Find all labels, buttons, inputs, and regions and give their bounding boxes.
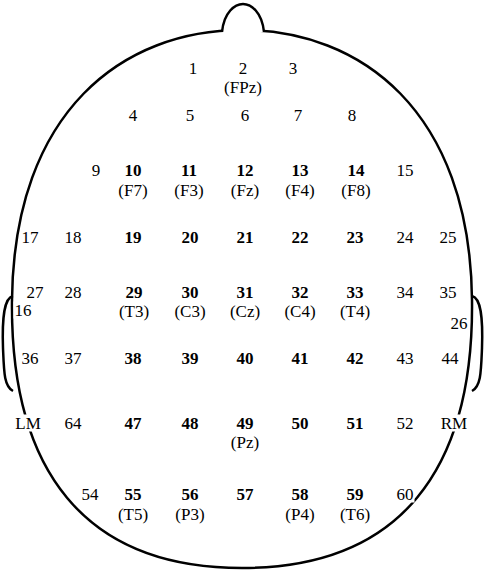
- electrode-label: 25: [439, 229, 458, 246]
- electrode-label: 7: [293, 107, 304, 124]
- electrode-label: 18: [64, 229, 83, 246]
- electrode-label: 1: [188, 60, 199, 77]
- electrode-label: 29: [125, 284, 144, 301]
- electrode-label: (F7): [117, 182, 148, 199]
- right-ear: [472, 296, 482, 391]
- electrode-label: 51: [346, 415, 365, 432]
- electrode-label: (Fz): [230, 182, 260, 199]
- electrode-label: (T6): [339, 506, 371, 523]
- electrode-label: 42: [346, 350, 365, 367]
- electrode-label: (Cz): [229, 303, 261, 320]
- electrode-label: 6: [240, 107, 251, 124]
- electrode-label: (T3): [118, 303, 150, 320]
- electrode-label: 17: [21, 229, 40, 246]
- electrode-label: 34: [396, 284, 415, 301]
- electrode-label: 64: [64, 415, 83, 432]
- electrode-label: 19: [124, 229, 143, 246]
- electrode-label: 56: [181, 486, 200, 503]
- left-ear: [3, 296, 13, 391]
- electrode-label: 35: [439, 284, 458, 301]
- electrode-label: 12: [236, 162, 255, 179]
- electrode-label: (F3): [173, 182, 204, 199]
- electrode-label: (C3): [173, 303, 206, 320]
- electrode-label: 5: [185, 107, 196, 124]
- electrode-label: 21: [236, 229, 255, 246]
- electrode-label: 43: [396, 350, 415, 367]
- electrode-label: 23: [346, 229, 365, 246]
- electrode-label: 15: [396, 162, 415, 179]
- electrode-label: 28: [64, 284, 83, 301]
- electrode-label: 60: [396, 486, 415, 503]
- electrode-label: 31: [236, 284, 255, 301]
- electrode-label: (F8): [340, 182, 371, 199]
- electrode-label: 36: [21, 350, 40, 367]
- electrode-label: 33: [346, 284, 365, 301]
- electrode-label: LM: [14, 415, 42, 432]
- electrode-label: (F4): [284, 182, 315, 199]
- electrode-label: (T5): [117, 506, 149, 523]
- electrode-label: 20: [181, 229, 200, 246]
- electrode-label: 55: [124, 486, 143, 503]
- electrode-label: 32: [291, 284, 310, 301]
- electrode-label: 13: [291, 162, 310, 179]
- head-shape: [12, 30, 472, 568]
- electrode-label: 22: [291, 229, 310, 246]
- electrode-label: 44: [441, 350, 460, 367]
- electrode-label: 3: [288, 60, 299, 77]
- electrode-label: 48: [181, 415, 200, 432]
- electrode-label: 59: [346, 486, 365, 503]
- electrode-label: (P3): [174, 506, 205, 523]
- electrode-label: 27: [26, 284, 45, 301]
- electrode-label: 41: [291, 350, 310, 367]
- electrode-label: 58: [291, 486, 310, 503]
- electrode-label: 50: [291, 415, 310, 432]
- electrode-label: 37: [64, 350, 83, 367]
- electrode-label: 30: [181, 284, 200, 301]
- electrode-label: 38: [124, 350, 143, 367]
- nose: [222, 4, 264, 32]
- electrode-label: 57: [236, 486, 255, 503]
- electrode-label: 10: [124, 162, 143, 179]
- electrode-label: (Pz): [230, 434, 260, 451]
- electrode-label: 54: [81, 486, 100, 503]
- electrode-label: 8: [347, 107, 358, 124]
- electrode-label: RM: [440, 415, 468, 432]
- electrode-label: (C4): [283, 303, 316, 320]
- electrode-label: 14: [347, 162, 366, 179]
- electrode-label: (P4): [284, 506, 315, 523]
- electrode-label: 24: [396, 229, 415, 246]
- electrode-label: 9: [91, 162, 102, 179]
- electrode-label: 16: [14, 302, 33, 319]
- electrode-label: 4: [128, 107, 139, 124]
- electrode-label: 39: [181, 350, 200, 367]
- electrode-label: (FPz): [223, 79, 263, 96]
- electrode-label: 26: [450, 315, 469, 332]
- electrode-label: 40: [236, 350, 255, 367]
- electrode-label: 47: [124, 415, 143, 432]
- electrode-label: 49: [236, 415, 255, 432]
- electrode-label: (T4): [339, 303, 371, 320]
- electrode-label: 11: [180, 162, 198, 179]
- electrode-label: 2: [238, 60, 249, 77]
- electrode-label: 52: [396, 415, 415, 432]
